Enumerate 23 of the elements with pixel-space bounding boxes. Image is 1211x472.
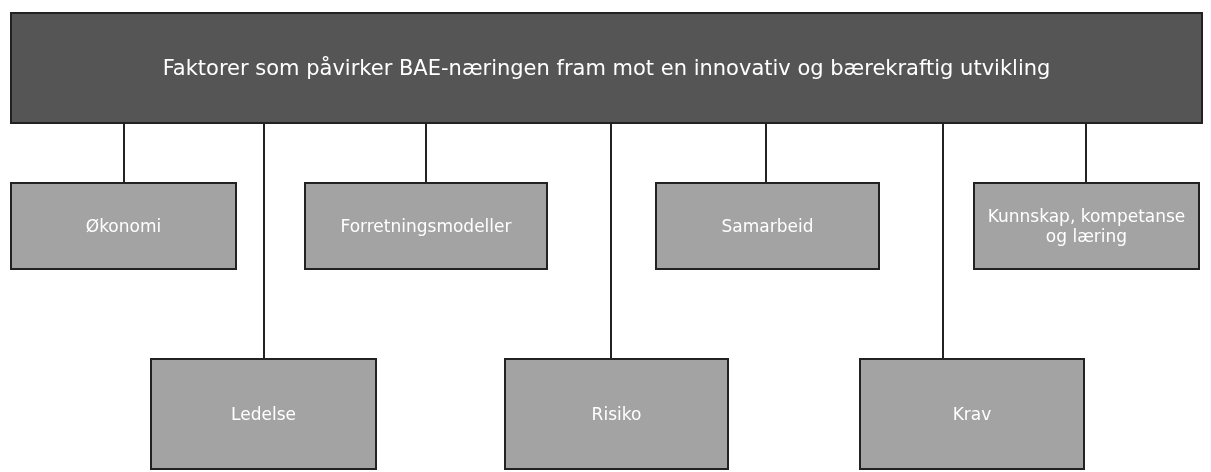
connector-line (425, 123, 427, 183)
connector-line (610, 123, 612, 359)
node-label: Ledelse (230, 404, 297, 424)
factor-box (655, 182, 880, 270)
connector-line (765, 123, 767, 183)
node-label: Økonomi (84, 216, 163, 236)
connector-line (942, 123, 944, 359)
node-label: Kunnskap, kompetanse og læring (986, 206, 1187, 246)
connector-line (263, 123, 265, 359)
factor-box (150, 358, 377, 470)
factor-box (859, 358, 1085, 470)
title-box (10, 12, 1203, 124)
factor-box (504, 358, 729, 470)
node-label: Forretningsmodeller (339, 216, 513, 236)
factor-box (973, 182, 1200, 270)
connector-line (123, 123, 125, 183)
factor-box (10, 182, 237, 270)
connector-line (1085, 123, 1087, 183)
node-label: Faktorer som påvirker BAE-næringen fram mot en innovativ og bærekraftig utvikling (161, 56, 1052, 80)
node-label: Krav (951, 404, 993, 424)
node-label: Samarbeid (720, 216, 815, 236)
factor-box (304, 182, 548, 270)
node-label: Risiko (590, 404, 643, 424)
